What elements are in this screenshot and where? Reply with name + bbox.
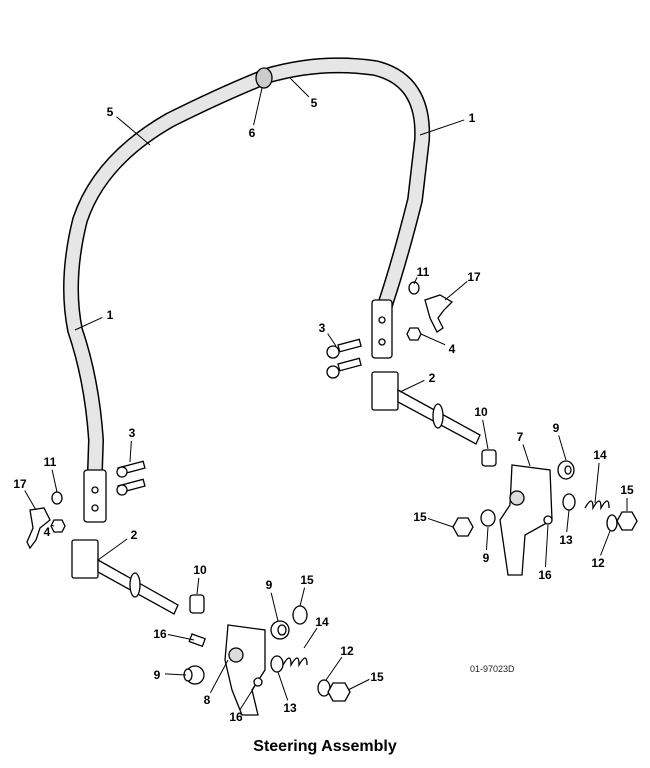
leader-line: [277, 671, 289, 701]
tube-coupler: [255, 67, 273, 89]
leader-line: [413, 277, 418, 285]
leader-line: [167, 633, 195, 641]
part-callout-6: 6: [249, 126, 256, 140]
part-callout-15: 15: [300, 573, 314, 587]
part-callout-16: 16: [538, 568, 552, 582]
leader-line: [594, 462, 600, 504]
leader-line: [399, 379, 425, 393]
leader-line: [270, 592, 279, 622]
parts-drawing: [26, 57, 638, 716]
leader-line: [164, 673, 187, 676]
leader-line: [347, 678, 370, 691]
leader-line: [116, 116, 151, 146]
leader-line: [289, 77, 310, 98]
locking-lever: [424, 294, 454, 333]
leader-line: [420, 333, 446, 346]
part-callout-3: 3: [319, 321, 326, 335]
part-callout-17: 17: [13, 477, 27, 491]
leader-line: [485, 526, 489, 551]
part-callout-5: 5: [107, 105, 114, 119]
leader-line: [482, 419, 489, 450]
part-callout-3: 3: [129, 426, 136, 440]
leader-line: [74, 316, 103, 331]
leader-line: [427, 517, 454, 528]
bolts: [116, 338, 362, 496]
leader-line: [303, 627, 318, 649]
leader-lines: [24, 77, 628, 711]
pivot-block: [371, 371, 399, 411]
part-callout-12: 12: [591, 556, 605, 570]
leader-line: [51, 469, 58, 493]
leader-line: [325, 656, 343, 681]
part-callout-4: 4: [44, 525, 51, 539]
part-callout-11: 11: [417, 265, 430, 279]
part-callout-13: 13: [283, 701, 297, 715]
part-callout-9: 9: [154, 668, 161, 682]
leader-line: [600, 530, 611, 556]
leader-line: [522, 444, 531, 467]
part-callout-9: 9: [483, 551, 490, 565]
locking-lever: [26, 507, 51, 550]
leader-line: [210, 659, 229, 694]
part-callout-4: 4: [449, 342, 456, 356]
right-tube-bracket: [371, 299, 393, 359]
part-callout-15: 15: [413, 510, 427, 524]
part-callout-15: 15: [370, 670, 384, 684]
part-callout-7: 7: [517, 430, 524, 444]
part-callout-8: 8: [204, 693, 211, 707]
part-callout-15: 15: [620, 483, 634, 497]
leader-line: [239, 685, 256, 711]
part-callout-12: 12: [340, 644, 354, 658]
leader-line: [196, 577, 200, 595]
leader-line: [299, 587, 306, 607]
leader-line: [419, 119, 465, 136]
part-callout-14: 14: [315, 615, 329, 629]
leader-line: [51, 524, 55, 527]
leader-line: [558, 435, 567, 461]
leader-line: [129, 440, 132, 463]
part-callout-13: 13: [559, 533, 573, 547]
leader-line: [544, 524, 549, 568]
leader-line: [24, 490, 37, 511]
part-callout-16: 16: [229, 710, 243, 724]
part-callout-1: 1: [107, 308, 114, 322]
part-callout-9: 9: [553, 421, 560, 435]
leader-line: [97, 538, 128, 561]
diagram-caption: Steering Assembly: [253, 738, 397, 755]
leader-line: [253, 87, 263, 126]
part-callout-17: 17: [467, 270, 481, 284]
leader-line: [327, 333, 337, 347]
part-callout-10: 10: [193, 563, 207, 577]
part-callout-9: 9: [266, 578, 273, 592]
part-callout-16: 16: [153, 627, 167, 641]
left-tube-bracket: [83, 469, 107, 523]
hardware: [26, 281, 638, 702]
part-callout-1: 1: [469, 111, 476, 125]
part-callout-2: 2: [429, 371, 436, 385]
leader-line: [444, 281, 468, 301]
part-callout-5: 5: [311, 96, 318, 110]
pivot-block: [71, 539, 99, 579]
part-callout-14: 14: [593, 448, 607, 462]
part-callout-11: 11: [44, 455, 57, 469]
leader-line: [566, 509, 570, 533]
part-callout-2: 2: [131, 528, 138, 542]
drawing-code: 01-97023D: [470, 664, 515, 674]
part-callout-10: 10: [474, 405, 488, 419]
